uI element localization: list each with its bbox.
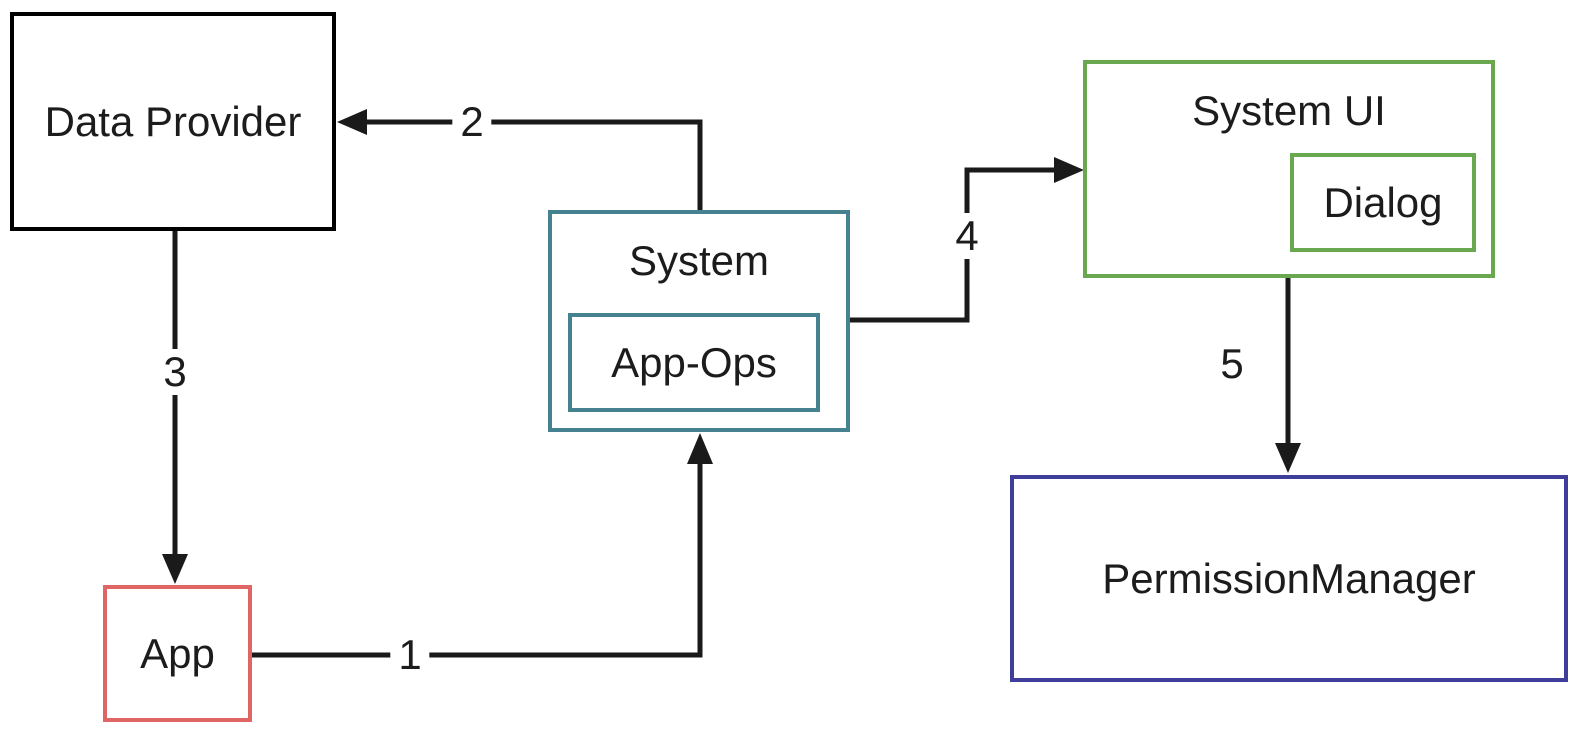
edge-label-5: 5	[1212, 341, 1252, 387]
node-app-ops: App-Ops	[568, 313, 820, 412]
node-permission-manager: PermissionManager	[1010, 475, 1568, 682]
edge-label-1: 1	[390, 632, 430, 678]
arrow-2-head	[337, 109, 367, 135]
node-system-ui: System UI Dialog	[1083, 60, 1495, 278]
node-app-label: App	[140, 629, 215, 677]
arrow-3-head	[162, 554, 188, 584]
node-dialog-label: Dialog	[1323, 178, 1443, 226]
node-permission-manager-label: PermissionManager	[1102, 554, 1476, 602]
arrow-2-line	[364, 119, 703, 210]
arrow-5-head	[1275, 443, 1301, 473]
arrow-1-line	[252, 461, 703, 658]
node-app: App	[103, 585, 252, 722]
arrow-4-head	[1054, 157, 1084, 183]
node-system: System App-Ops	[548, 210, 850, 432]
node-system-ui-label: System UI	[1192, 87, 1386, 134]
node-data-provider: Data Provider	[10, 12, 336, 231]
node-app-ops-label: App-Ops	[611, 338, 777, 386]
node-system-label: System	[628, 237, 770, 284]
edge-label-3: 3	[155, 349, 195, 395]
edge-label-4: 4	[947, 213, 987, 259]
node-data-provider-label: Data Provider	[44, 97, 302, 145]
edge-label-2: 2	[452, 99, 492, 145]
node-dialog: Dialog	[1290, 153, 1476, 252]
arrow-1-head	[687, 433, 713, 464]
